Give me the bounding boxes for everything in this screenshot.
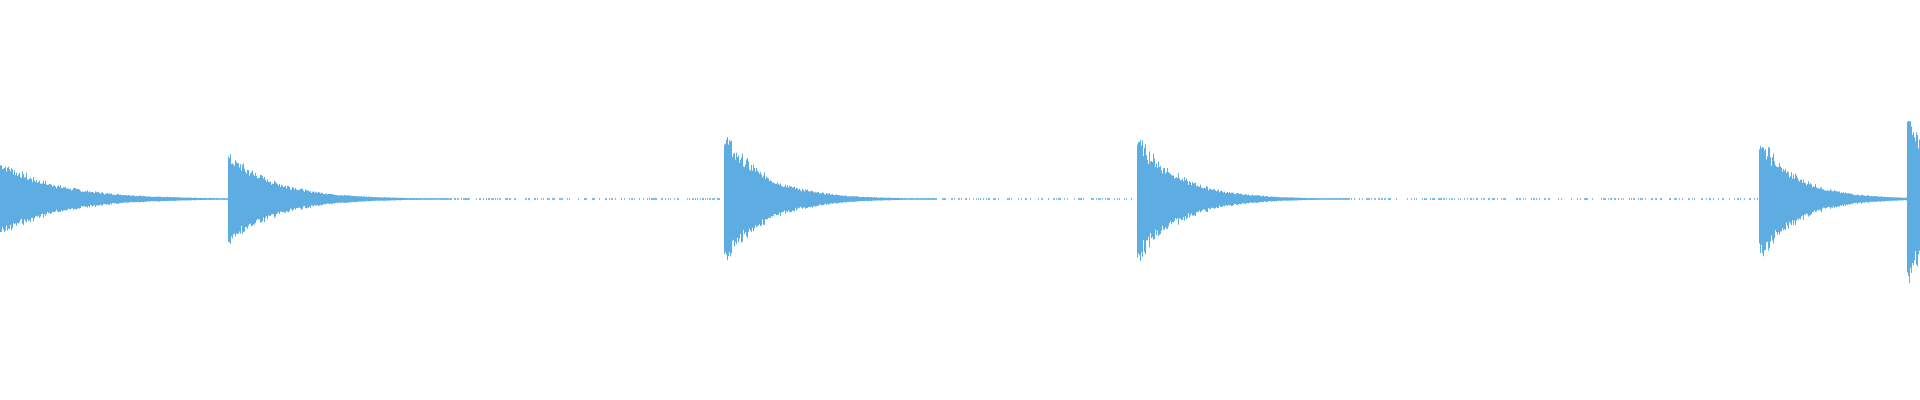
waveform-envelope [0,120,1920,284]
waveform-peaks [0,120,1920,284]
